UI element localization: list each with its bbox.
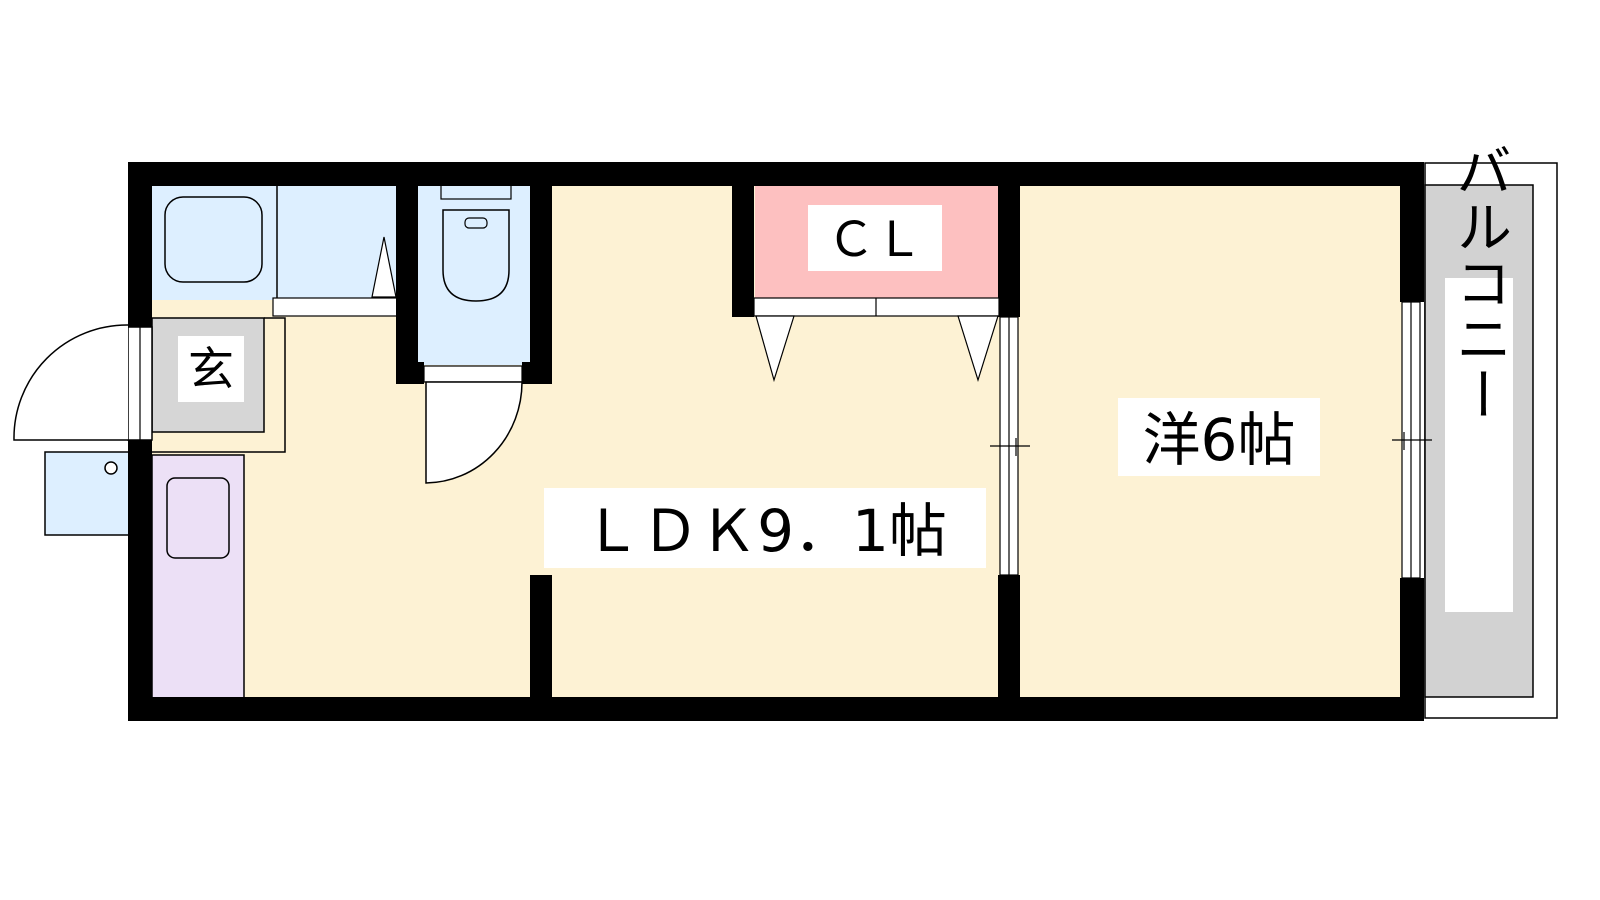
entrance-step [152,317,286,453]
balcony-label: バルコニー [1447,142,1512,422]
toilet-icon [442,209,510,302]
sink-icon [166,477,230,559]
kitchen-area [151,454,245,699]
entrance-door-swing [13,324,129,441]
toilet-seat-icon [464,217,488,229]
meter-box [44,451,131,536]
entrance-label: 玄 [188,342,234,396]
toilet-area [418,185,530,365]
bath-door-icon [371,236,397,298]
entrance-label-bg [178,336,244,402]
closet-label-bg [808,205,942,271]
balcony-label-bg [1445,278,1513,612]
toilet-door-swing [425,381,523,484]
western-room-label: 洋6帖 [1143,406,1296,474]
meter-icon [104,461,118,475]
bath-sill [272,297,399,317]
bath-area [150,185,400,300]
ldk-label: ＬＤＫ9．1帖 [583,497,947,565]
ldk-label-bg [544,488,986,568]
bathtub-icon [164,196,263,283]
closet-door-left-icon [755,315,795,383]
closet-label: ＣＬ [827,212,923,268]
toilet-door-sill [423,365,523,383]
closet-door-right-icon [957,315,999,383]
walls [128,162,1424,721]
western-room-label-bg [1118,398,1320,476]
